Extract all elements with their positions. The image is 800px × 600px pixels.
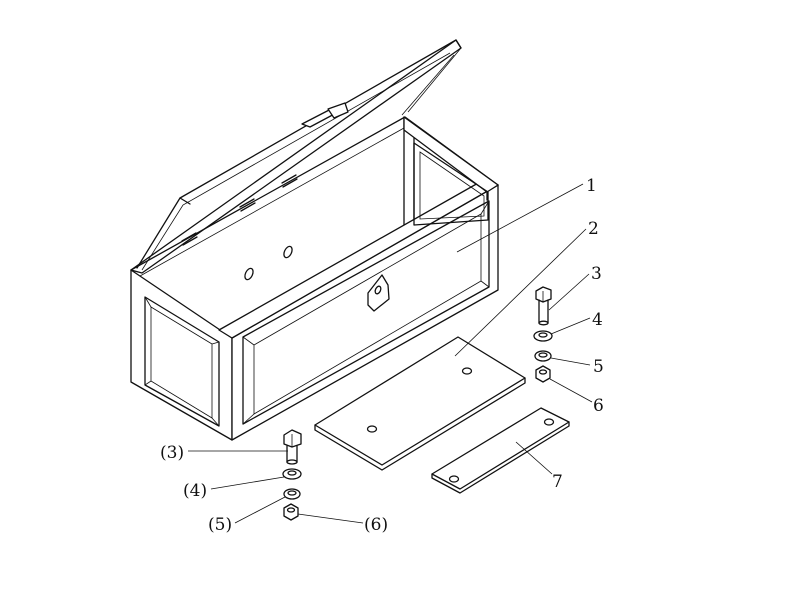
front-hasp: [367, 274, 390, 312]
callout-1: 1: [586, 176, 597, 196]
leader-6: [549, 378, 593, 403]
flat-washer-part-4: [533, 330, 553, 342]
strap-part-7: [431, 407, 570, 494]
callout-5-alt: (5): [208, 515, 232, 535]
leader-6-alt: [297, 513, 364, 524]
leader-5: [550, 357, 591, 366]
spring-washer-part-5: [534, 350, 552, 362]
callout-4: 4: [592, 310, 603, 330]
toolbox-body: [130, 116, 499, 441]
leader-2: [454, 228, 587, 357]
spring-washer-part-5-alt: [283, 488, 301, 500]
toolbox-part-1: [130, 39, 499, 441]
leader-7: [515, 441, 553, 475]
flat-washer-part-4-alt: [282, 468, 302, 480]
toolbox-lid: [130, 39, 462, 274]
callout-3: 3: [591, 264, 602, 284]
callout-4-alt: (4): [183, 481, 207, 501]
leader-1: [456, 183, 584, 253]
callout-3-alt: (3): [160, 443, 184, 463]
callout-7: 7: [552, 472, 563, 492]
leader-lines: [188, 183, 593, 524]
callout-2: 2: [588, 219, 599, 239]
callout-5: 5: [593, 357, 604, 377]
callout-labels: 1 2 3 4 5 6 7 (3) (4) (5) (6): [160, 176, 604, 535]
leader-4-alt: [210, 476, 285, 490]
leader-4: [550, 317, 591, 335]
bolt-part-3-alt: [283, 429, 302, 465]
leader-5-alt: [234, 496, 286, 524]
callout-6: 6: [593, 396, 604, 416]
leader-3: [548, 273, 590, 311]
lid-latch: [301, 102, 349, 128]
callout-6-alt: (6): [364, 515, 388, 535]
hex-nut-part-6: [535, 365, 551, 383]
mounting-plate-part-2: [314, 336, 526, 471]
bolt-part-3: [535, 286, 552, 326]
hex-nut-part-6-alt: [283, 503, 299, 521]
